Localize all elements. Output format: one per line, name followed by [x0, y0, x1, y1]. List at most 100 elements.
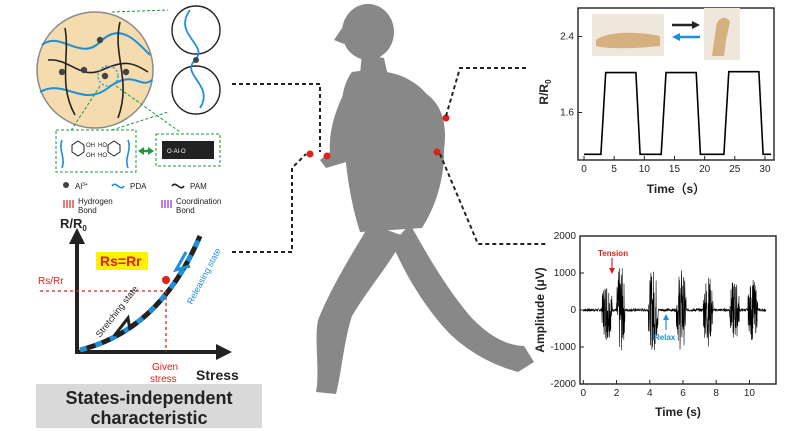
runner-neck: [360, 54, 388, 76]
connector-lines: [232, 67, 548, 253]
chart1-xtick-label: 20: [699, 164, 711, 175]
runner-leg-front: [316, 224, 404, 394]
given-stress-label-1: Given: [152, 362, 178, 373]
chart1-ticks: 0 5 10 15 20 25 30 1.6 2.4: [560, 32, 771, 176]
pam-chain: [64, 27, 76, 116]
given-stress-label-2: stress: [150, 374, 177, 385]
pam-legend-icon: [171, 183, 185, 189]
chart2-ytick-label: 1000: [554, 268, 577, 279]
chart1-series: [584, 70, 771, 156]
x-axis-arrow: [216, 344, 232, 360]
chart2-signal: [583, 268, 767, 351]
tension-arrow-head: [609, 268, 615, 274]
chart1-xtick-label: 30: [759, 164, 771, 175]
pda-fragment: [60, 139, 64, 169]
al-ion-markers: [58, 36, 130, 80]
legend-hbond-2: Bond: [78, 206, 97, 215]
arrow-head: [138, 147, 144, 155]
chart1-xtick-label: 25: [729, 164, 741, 175]
chart2-xtick-label: 0: [581, 388, 587, 399]
rs-rr-label: Rs/Rr: [38, 276, 64, 287]
resistance-chart: 0 5 10 15 20 25 30 1.6 2.4 Time（s） R/R0: [537, 7, 775, 196]
runner-head: [342, 4, 394, 60]
coordination-bond-icon: [161, 200, 172, 208]
chart1-frame: [577, 7, 775, 161]
chart1-xlabel: Time（s）: [647, 181, 705, 196]
ylabel: R/R0: [60, 216, 87, 233]
chart1-ytick-label: 2.4: [560, 32, 574, 43]
legend-hbond-1: Hydrogen: [78, 197, 113, 206]
chart2-xtick-label: 2: [614, 388, 620, 399]
stretching-arrow: [112, 314, 132, 337]
legend-pam: PAM: [190, 182, 207, 191]
zoom-guide: [115, 85, 181, 133]
pam-chain: [47, 59, 149, 74]
curve-blue-dash: [79, 235, 203, 353]
runner-arm-back: [414, 90, 445, 192]
chart1-xtick-label: 15: [669, 164, 681, 175]
chart1-xtick-label: 10: [639, 164, 651, 175]
arm-photo-straight: [592, 14, 664, 56]
molecule-right-label: HO: [98, 143, 107, 149]
rs-rr-highlight-text: Rs=Rr: [100, 253, 142, 269]
chart1-xtick-label: 5: [611, 164, 617, 175]
sensor-dots: [306, 114, 450, 160]
al-legend-icon: [63, 182, 69, 188]
catechol-molecule: [71, 140, 121, 157]
chart2-ytick-label: 0: [570, 305, 576, 316]
molecule-left-label: OH: [86, 143, 95, 149]
chart2-ytick-label: -2000: [550, 379, 576, 390]
zoom-circle-top: [171, 5, 221, 55]
chart2-xlabel: Time (s): [655, 405, 701, 419]
banner-line-2: characteristic: [90, 408, 207, 428]
relax-arrow-head: [663, 314, 669, 320]
chart1-ytick-label: 1.6: [560, 108, 574, 119]
chart1-xtick-label: 0: [581, 164, 587, 175]
chart2-xtick-label: 10: [744, 388, 756, 399]
chart1-line: [584, 70, 771, 156]
arm-photo-bent: [704, 8, 740, 60]
tension-annotation: Tension: [598, 249, 628, 258]
hydrogel-network-panel: OH OH HO HO O·Al·O: [36, 5, 221, 173]
chart2-xtick-label: 6: [680, 388, 686, 399]
complex-label: O·Al·O: [167, 149, 186, 155]
legend-cbond-1: Coordination: [176, 197, 221, 206]
xlabel: Stress: [196, 367, 239, 383]
chart2-ylabel: Amplitude (μV): [533, 267, 547, 352]
chart1-ylabel: R/R0: [537, 79, 553, 105]
zoom-circle-bottom: [171, 65, 221, 115]
states-schematic: R/R0 Rs=Rr Rs/Rr Stretching state Releas…: [36, 216, 262, 428]
banner-line-1: States-independent: [65, 388, 232, 408]
molecule-left-label: OH: [86, 153, 95, 159]
operating-point: [162, 276, 170, 284]
coordination-complex: [162, 141, 214, 159]
runner-leg-back: [392, 224, 534, 372]
zoom-guide: [111, 9, 169, 13]
relax-annotation: Relax: [654, 333, 676, 342]
runner-torso: [341, 70, 444, 232]
hydrogen-bond-icon: [63, 200, 74, 208]
rs-rr-highlight: [96, 252, 148, 270]
legend-al: Al3+: [75, 182, 88, 191]
network-sphere: [36, 11, 154, 129]
pda-fragment: [126, 139, 130, 169]
pda-chain: [39, 78, 153, 97]
arrow-head: [148, 147, 154, 155]
chart2-xtick-label: 4: [647, 388, 653, 399]
al-ion-zoom: [193, 57, 199, 63]
legend-cbond-2: Bond: [176, 206, 195, 215]
runner-arm-front: [320, 80, 366, 168]
bend-arrows: [672, 21, 700, 41]
banner-bg: [36, 384, 262, 428]
zoom-region: [97, 65, 119, 87]
chart2-ytick-label: -1000: [550, 342, 576, 353]
y-axis-arrow: [69, 228, 85, 244]
chart2-series: [583, 268, 767, 351]
chart2-ytick-label: 2000: [554, 231, 577, 242]
legend-pda: PDA: [130, 182, 147, 191]
pam-chain: [117, 21, 124, 119]
zoom-guide: [69, 85, 101, 133]
